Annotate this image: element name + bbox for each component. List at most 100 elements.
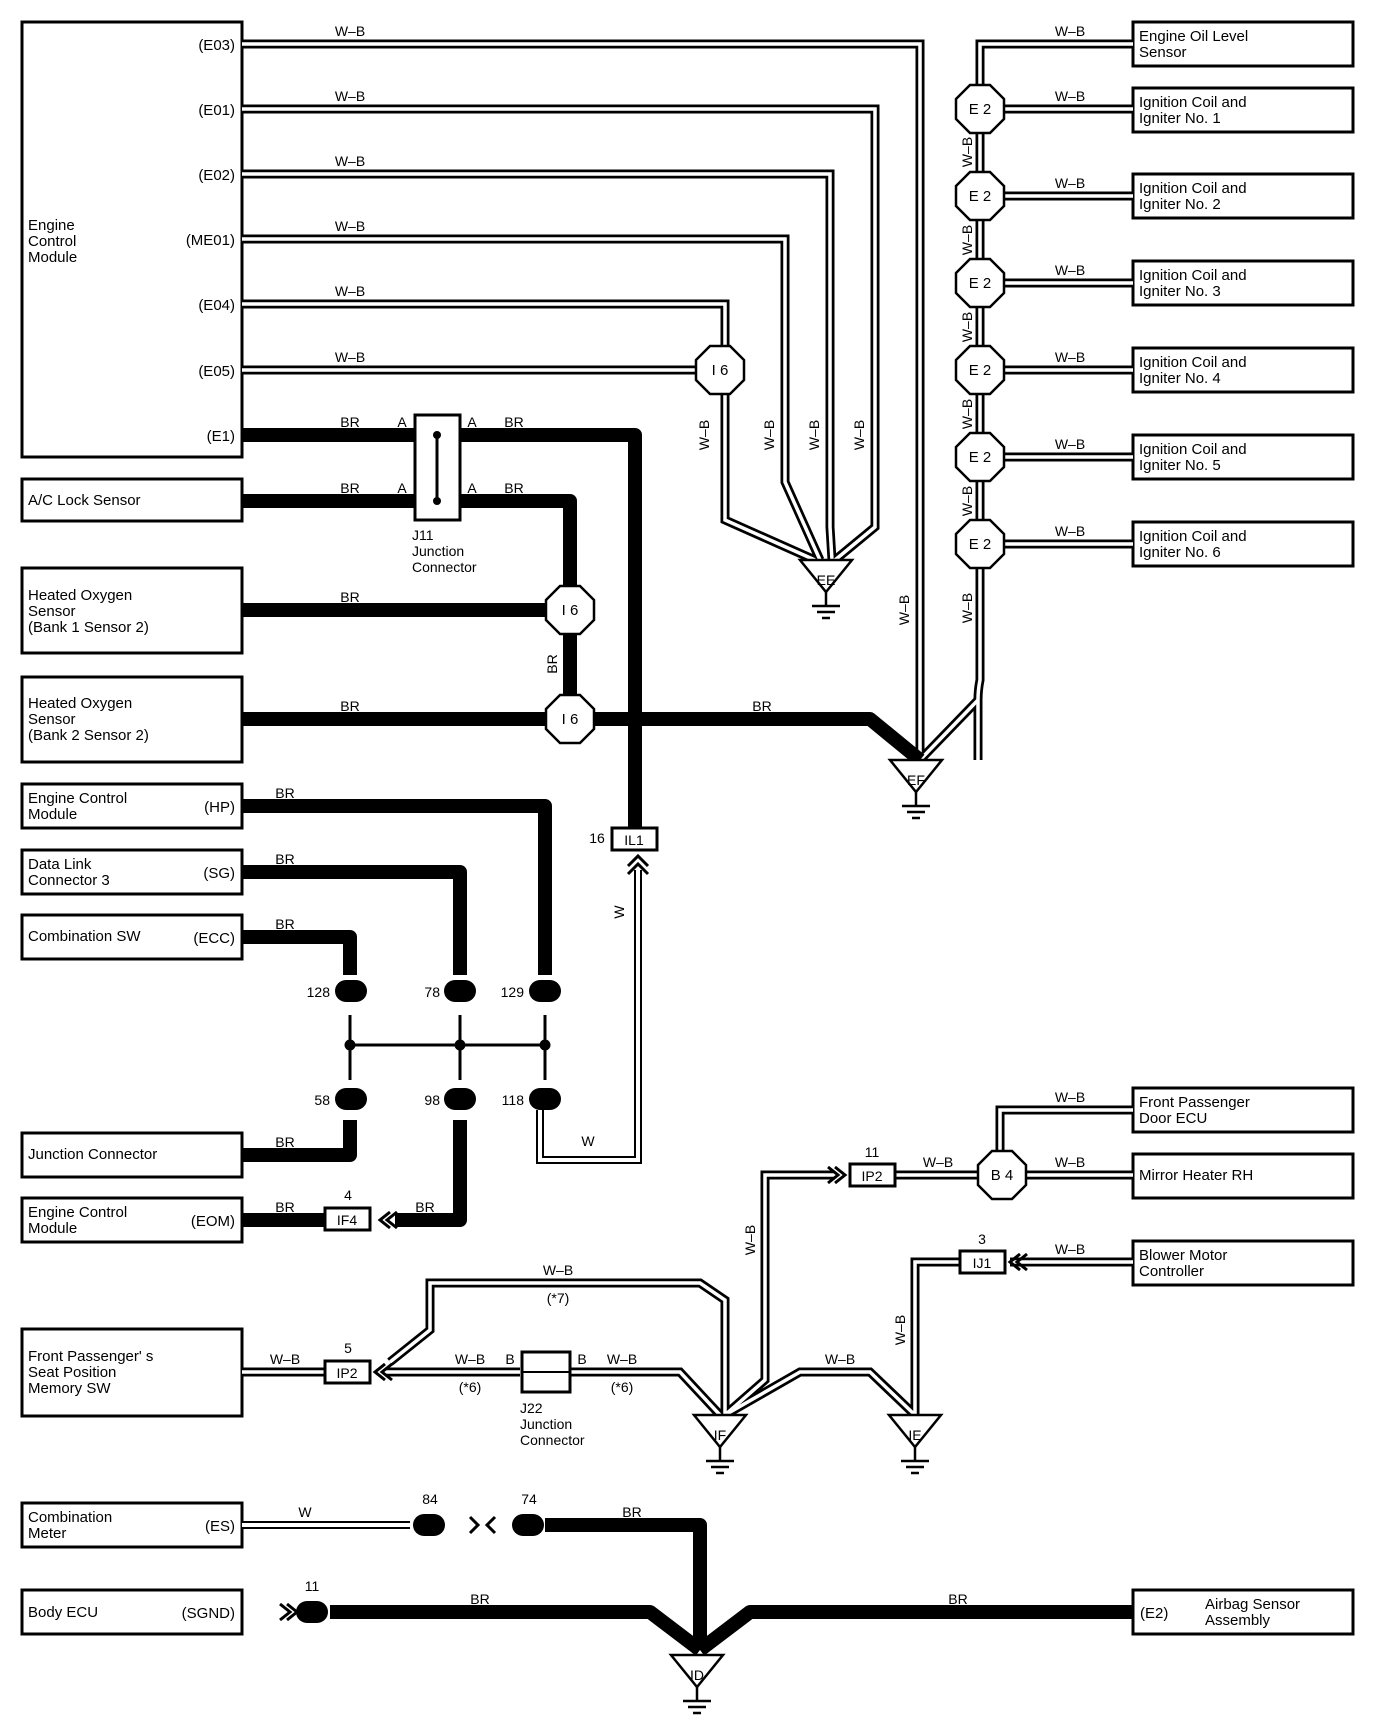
junction-connector-box <box>20 1131 244 1179</box>
wire-label: W–B <box>543 1262 573 1278</box>
wire-label: W–B <box>335 88 365 104</box>
br-wires <box>242 428 1133 1656</box>
3b-connector-98 <box>444 1088 476 1110</box>
wire-label: W–B <box>1055 262 1085 278</box>
combination-sw-box <box>20 913 244 961</box>
combination-sw-label: Combination SW <box>28 928 141 945</box>
3b-label: 3B <box>519 1517 536 1533</box>
wire-label: BR <box>622 1504 641 1520</box>
ground-id <box>669 1653 725 1715</box>
pin-es: (ES) <box>205 1518 235 1535</box>
wire-label: W <box>581 1133 595 1149</box>
3b-label: 3B <box>342 1091 359 1107</box>
wire-label: BR <box>275 851 294 867</box>
ground-ee <box>798 558 854 620</box>
pin-eom: (EOM) <box>191 1213 235 1230</box>
if4-label: IF4 <box>337 1212 357 1228</box>
ip2-label: IP2 <box>861 1168 882 1184</box>
ac-lock-sensor-box <box>20 477 244 523</box>
i6-label: I 6 <box>562 602 579 619</box>
3b-connector-129 <box>529 980 561 1002</box>
wire-label: W–B <box>1055 1241 1085 1257</box>
seat-memory-box <box>20 1327 244 1418</box>
pin-ecc: (ECC) <box>193 930 235 947</box>
note-6: (*6) <box>611 1379 634 1395</box>
ip2-pin-top: 11 <box>865 1144 880 1160</box>
pin-78: 78 <box>424 984 440 1000</box>
fp-door-ecu-box <box>1131 1086 1355 1134</box>
wire-label: W–B <box>959 399 975 429</box>
ground-id-label: ID <box>690 1667 704 1683</box>
ip2-label: IP2 <box>336 1365 357 1381</box>
wire-label: W–B <box>607 1351 637 1367</box>
ip2-connector-left <box>323 1359 372 1385</box>
wire-label: W–B <box>335 349 365 365</box>
j11-pin-a: A <box>397 414 407 430</box>
ij1-label: IJ1 <box>973 1255 992 1271</box>
note-6: (*6) <box>459 1379 482 1395</box>
wire-label: W <box>611 905 627 919</box>
wire-label: BR <box>544 654 560 673</box>
il1-pin: 16 <box>589 830 605 846</box>
coil1-box <box>1131 86 1355 134</box>
il1-label: IL1 <box>624 832 644 848</box>
pin-e02: (E02) <box>198 167 235 184</box>
pin-e01: (E01) <box>198 102 235 119</box>
wire-label: W–B <box>455 1351 485 1367</box>
pin-e1: (E1) <box>207 428 235 445</box>
ground-ie-label: IE <box>908 1427 921 1443</box>
wire-label: BR <box>275 1199 294 1215</box>
body-ecu-box <box>20 1588 244 1636</box>
pin-98: 98 <box>424 1092 440 1108</box>
ac-lock-label: A/C Lock Sensor <box>28 492 141 509</box>
wire-label: W–B <box>335 23 365 39</box>
3b-connector-84 <box>413 1514 445 1536</box>
splice-bus <box>344 1015 551 1080</box>
wire-label: W–B <box>1055 349 1085 365</box>
wire-label: BR <box>340 698 359 714</box>
pin-129: 129 <box>501 984 525 1000</box>
i6-label: I 6 <box>712 362 729 379</box>
wire-label: BR <box>415 1199 434 1215</box>
3b-label: 3B <box>342 983 359 999</box>
wire-label: W–B <box>896 595 912 625</box>
wb-wires <box>242 39 1133 764</box>
pin-e2-airbag: (E2) <box>1140 1605 1168 1622</box>
wire-label: BR <box>275 916 294 932</box>
if4-pin: 4 <box>344 1187 352 1203</box>
wire-label: BR <box>340 589 359 605</box>
wire-label: W–B <box>1055 1089 1085 1105</box>
wire-label: W–B <box>806 420 822 450</box>
j22-junction-connector <box>520 1350 572 1394</box>
wire-label: W–B <box>270 1351 300 1367</box>
3b-label: 3B <box>536 983 553 999</box>
wire-label: W–B <box>851 420 867 450</box>
wire-label: W–B <box>335 153 365 169</box>
ground-ef <box>888 758 944 820</box>
wire-label: W–B <box>1055 175 1085 191</box>
dlc3-box <box>20 848 244 896</box>
j11-junction-connector <box>413 413 462 522</box>
note-7: (*7) <box>547 1290 570 1306</box>
ground-ef-label: EF <box>907 772 925 788</box>
pin-58: 58 <box>314 1092 330 1108</box>
e2-label: E 2 <box>969 101 992 118</box>
j22-pin-b: B <box>577 1351 586 1367</box>
wire-label: W–B <box>959 486 975 516</box>
2b-label: 2B <box>303 1604 320 1620</box>
wire-label: BR <box>504 480 523 496</box>
wire-label: W–B <box>1055 1154 1085 1170</box>
ecm-hp-box <box>20 782 244 830</box>
ecm-main-box <box>20 20 244 459</box>
3b-connector-78 <box>444 980 476 1002</box>
ecm-eom-box <box>20 1196 244 1244</box>
wire-label: BR <box>275 785 294 801</box>
